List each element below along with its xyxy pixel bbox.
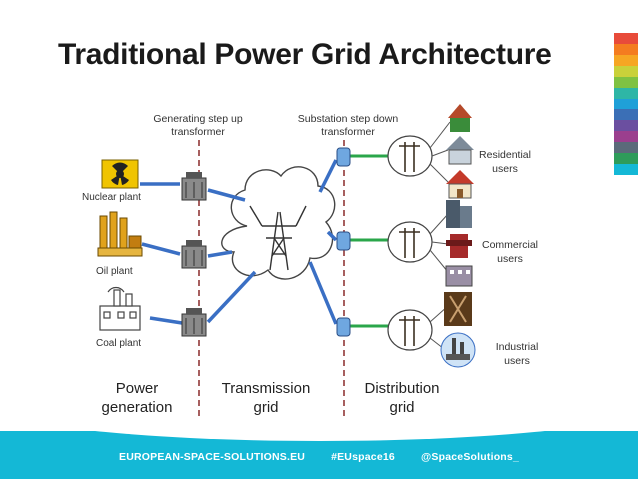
coal-plant-icon: [99, 286, 141, 331]
distribution-cloud-residential: [387, 135, 433, 177]
transformer-icon-3: [181, 308, 207, 337]
color-strip-segment: [614, 131, 638, 143]
transmission-cloud: [221, 166, 336, 280]
user-connector-lines: [429, 121, 451, 353]
footer-text: EUROPEAN-SPACE-SOLUTIONS.EU #EUspace16 @…: [0, 451, 638, 463]
color-strip-segment: [614, 164, 638, 175]
color-strip-segment: [614, 65, 638, 77]
industrial-label-1: Industrial: [496, 341, 539, 353]
footer-wave: [0, 431, 638, 441]
utility-pole-icon: [399, 142, 420, 172]
transmission-lines-right: [308, 159, 338, 325]
coal-plant-label: Coal plant: [96, 338, 141, 349]
oil-plant-label: Oil plant: [96, 266, 133, 277]
oil-plant-icon: [97, 211, 143, 257]
gen-transformer-label-2: transformer: [171, 126, 225, 138]
color-strip-segment: [614, 76, 638, 88]
color-strip-segment: [614, 43, 638, 55]
footer-bar: EUROPEAN-SPACE-SOLUTIONS.EU #EUspace16 @…: [0, 431, 638, 479]
industrial-label-2: users: [504, 355, 530, 367]
distribution-cloud-commercial: [387, 221, 433, 263]
transformer-icon-1: [181, 172, 207, 201]
nuclear-plant-label: Nuclear plant: [82, 192, 141, 203]
sub-transformer-label-1: Substation step down: [298, 113, 399, 125]
transformer-icon-2: [181, 240, 207, 269]
section-transmission-grid-2: grid: [253, 399, 278, 416]
footer-website-link[interactable]: EUROPEAN-SPACE-SOLUTIONS.EU: [119, 451, 306, 463]
residential-label-2: users: [492, 163, 518, 175]
utility-pole-icon: [399, 228, 420, 258]
factory-icon-2: [440, 332, 476, 368]
footer-handle[interactable]: @SpaceSolutions_: [420, 451, 519, 463]
office-building-icon-2: [446, 234, 472, 258]
color-strip-segment: [614, 87, 638, 99]
color-strip-segment: [614, 109, 638, 121]
color-strip-segment: [614, 120, 638, 132]
section-distribution-grid-2: grid: [389, 399, 414, 416]
slide-title: Traditional Power Grid Architecture: [58, 38, 552, 71]
factory-icon-1: [444, 292, 472, 326]
commercial-label-2: users: [497, 253, 523, 265]
house-icon-3: [446, 170, 474, 199]
section-distribution-grid-1: Distribution: [364, 380, 439, 397]
residential-label-1: Residential: [479, 149, 531, 161]
utility-pole-icon: [399, 316, 420, 346]
office-building-icon-3: [445, 265, 473, 287]
house-icon-2: [446, 136, 474, 165]
gen-transformer-label-1: Generating step up: [153, 113, 242, 125]
sub-transformer-label-2: transformer: [321, 126, 375, 138]
section-power-generation-1: Power: [116, 380, 159, 397]
substation-transformer-icon-3: [336, 317, 351, 337]
color-strip-segment: [614, 153, 638, 165]
footer-hashtag: #EUspace16: [331, 451, 395, 463]
color-strip-segment: [614, 33, 638, 44]
house-icon-1: [448, 104, 472, 132]
distribution-lines: [350, 154, 392, 328]
section-transmission-grid-1: Transmission: [222, 380, 311, 397]
distribution-cloud-industrial: [387, 309, 433, 351]
substation-transformer-icon-1: [336, 147, 351, 167]
nuclear-plant-icon: [101, 159, 139, 189]
substation-transformer-icon-2: [336, 231, 351, 251]
transmission-tower-icon: [249, 205, 307, 271]
color-strip-segment: [614, 98, 638, 110]
color-strip-segment: [614, 142, 638, 154]
office-building-icon-1: [446, 200, 472, 228]
commercial-label-1: Commercial: [482, 239, 538, 251]
color-strip-segment: [614, 54, 638, 66]
transmission-lines-left: [206, 188, 257, 324]
color-accent-strip: [614, 33, 638, 175]
generation-connectors: [140, 182, 183, 325]
section-power-generation-2: generation: [102, 399, 173, 416]
